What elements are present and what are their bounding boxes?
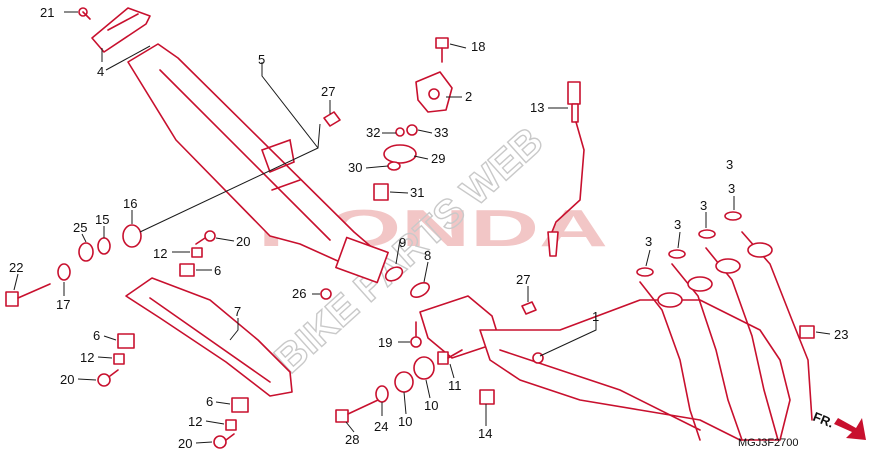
callout-20-mid: 20: [60, 372, 74, 387]
exhaust-gasket-3d: [724, 211, 742, 221]
bolt-11: [437, 349, 463, 365]
callout-21: 21: [40, 5, 54, 20]
callout-10-b: 10: [424, 398, 438, 413]
exhaust-gasket-3b: [668, 249, 686, 259]
callout-3-a: 3: [645, 234, 652, 249]
callout-26: 26: [292, 286, 306, 301]
washer-24: [375, 385, 389, 403]
port-flange-c: [715, 258, 741, 274]
port-flange-a: [657, 292, 683, 308]
spring-31: [373, 183, 389, 201]
bolt-20c: [213, 433, 235, 449]
exhaust-gasket-3a: [636, 267, 654, 277]
callout-8: 8: [424, 248, 431, 263]
collar-30: [387, 161, 401, 171]
callout-23: 23: [834, 327, 848, 342]
nut-27b: [521, 301, 537, 315]
diagram-code: MGJ3F2700: [738, 437, 799, 449]
callout-25: 25: [73, 220, 87, 235]
port-flange-d: [747, 242, 773, 258]
bolt-19: [410, 321, 422, 348]
callout-16: 16: [123, 196, 137, 211]
washer-25: [78, 242, 94, 262]
nut-26: [320, 288, 332, 300]
callout-20-bot: 20: [178, 436, 192, 451]
bolt-20a: [195, 230, 216, 245]
callout-15: 15: [95, 212, 109, 227]
muffler-end-cap-4: [91, 7, 151, 53]
callout-6-mid: 6: [93, 328, 100, 343]
callout-12-mid: 12: [80, 350, 94, 365]
callout-13: 13: [530, 100, 544, 115]
muffler-heat-shield-7: [125, 277, 293, 397]
callout-33: 33: [434, 125, 448, 140]
callout-27-mid: 27: [516, 272, 530, 287]
callout-30: 30: [348, 160, 362, 175]
callout-32: 32: [366, 125, 380, 140]
callout-5: 5: [258, 52, 265, 67]
callout-7: 7: [234, 304, 241, 319]
callout-19: 19: [378, 335, 392, 350]
exhaust-gasket-3c: [698, 229, 716, 239]
rubber-16: [122, 224, 142, 248]
bolt-18: [435, 37, 449, 63]
callout-28: 28: [345, 432, 359, 447]
callout-10-a: 10: [398, 414, 412, 429]
callout-24: 24: [374, 419, 388, 434]
callout-3-b: 3: [674, 217, 681, 232]
callout-3-d: 3: [728, 181, 735, 196]
bolt-28: [335, 399, 379, 423]
washer-17: [57, 263, 71, 281]
collar-15: [97, 237, 111, 255]
front-direction-arrow: FR.: [811, 409, 866, 440]
nut-33: [406, 124, 418, 136]
callout-17: 17: [56, 297, 70, 312]
nut-14: [479, 389, 495, 405]
callout-3-c: 3: [700, 198, 707, 213]
washer-32: [395, 127, 405, 137]
callout-12-top: 12: [153, 246, 167, 261]
grommet-6a: [179, 263, 195, 277]
callout-6-bot: 6: [206, 394, 213, 409]
bolt-20b: [97, 369, 119, 387]
nut-23: [799, 325, 815, 339]
muffler-5: [127, 43, 383, 273]
callout-2: 2: [465, 89, 472, 104]
callout-18: 18: [471, 39, 485, 54]
bolt-21: [78, 7, 91, 20]
port-flange-b: [687, 276, 713, 292]
collar-12a: [191, 247, 203, 258]
callout-22: 22: [9, 260, 23, 275]
callout-6-top: 6: [214, 263, 221, 278]
collar-10b: [413, 356, 435, 380]
callout-11: 11: [448, 378, 462, 393]
collar-10a: [394, 371, 414, 393]
callout-29: 29: [431, 151, 445, 166]
grommet-6b: [117, 333, 135, 349]
o2-sensor-13: [547, 81, 585, 257]
muffler-bracket: [335, 236, 389, 284]
callout-27-top: 27: [321, 84, 335, 99]
callout-1: 1: [592, 309, 599, 324]
callout-20-top: 20: [236, 234, 250, 249]
collar-12c: [225, 419, 237, 431]
callout-14: 14: [478, 426, 492, 441]
callout-4: 4: [97, 64, 104, 79]
nut-27a: [323, 111, 341, 127]
rubber-29: [383, 144, 417, 164]
bolt-22: [5, 283, 51, 307]
grommet-6c: [231, 397, 249, 413]
joint-clamp: [410, 281, 430, 299]
collar-12b: [113, 353, 125, 365]
callout-31: 31: [410, 185, 424, 200]
callout-9: 9: [399, 235, 406, 250]
callout-numbers: 21 4 5 27 18 2 13 32 33 29 30 31 9 8 26 …: [9, 5, 848, 451]
callout-12-bot: 12: [188, 414, 202, 429]
exhaust-manifold-1: [479, 231, 813, 441]
callout-3-e: 3: [726, 157, 733, 172]
front-direction-label: FR.: [811, 409, 836, 431]
leader-lines: [13, 11, 831, 444]
gasket-9: [384, 266, 404, 282]
